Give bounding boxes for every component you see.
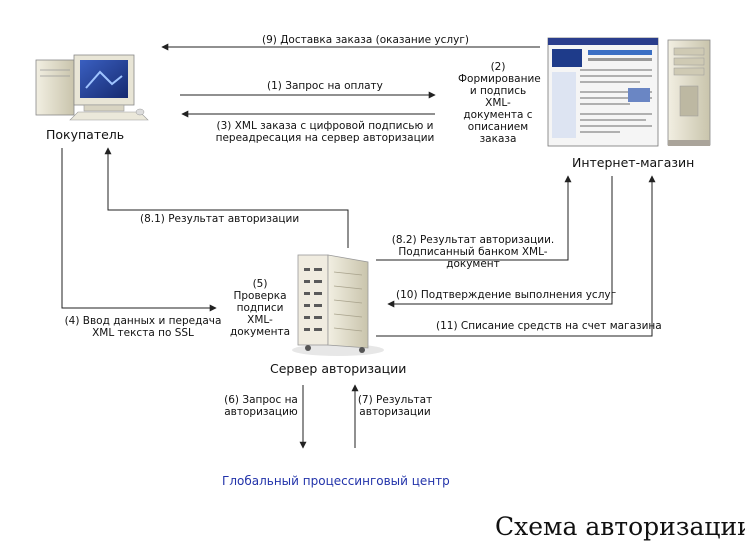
step-8-2-label: (8.2) Результат авторизации. Подписанный… xyxy=(391,234,555,270)
step-2-label: (2) Формирование и подпись XML- документ… xyxy=(458,61,541,145)
arrow-step-10 xyxy=(387,176,613,308)
step-9-label: (9) Доставка заказа (оказание услуг) xyxy=(262,34,469,46)
step-6-label: (6) Запрос на авторизацию xyxy=(224,394,298,418)
arrow-step-8-1 xyxy=(104,147,349,248)
connectors xyxy=(61,43,656,449)
shop-web-page-icon xyxy=(547,37,659,147)
arrow-step-8-2 xyxy=(376,175,572,261)
buyer-title: Покупатель xyxy=(46,127,125,142)
step-1-label: (1) Запрос на оплату xyxy=(267,80,383,92)
auth-server-title: Сервер авторизации xyxy=(270,361,407,376)
step-11-label: (11) Списание средств на счет магазина xyxy=(436,320,662,332)
step-7-label: (7) Результат авторизации xyxy=(357,394,433,418)
shop-title: Интернет-магазин xyxy=(572,155,695,170)
diagram-caption: Схема авторизации xyxy=(495,512,745,541)
step-5-label: (5) Проверка подписи XML- документа xyxy=(229,278,291,338)
buyer-computer-icon xyxy=(35,54,149,121)
arrow-step-4 xyxy=(61,148,217,312)
step-4-label: (4) Ввод данных и передача XML текста по… xyxy=(64,315,222,339)
step-8-1-label: (8.1) Результат авторизации xyxy=(140,213,300,225)
step-10-label: (10) Подтверждение выполнения услуг xyxy=(396,289,617,301)
step-3-label: (3) XML заказа с цифровой подписью и пер… xyxy=(215,120,435,144)
arrow-step-11 xyxy=(376,175,656,337)
shop-tower-server-icon xyxy=(667,39,711,146)
processing-center-title: Глобальный процессинговый центр xyxy=(222,474,450,488)
auth-server-cabinet-icon xyxy=(292,254,384,356)
